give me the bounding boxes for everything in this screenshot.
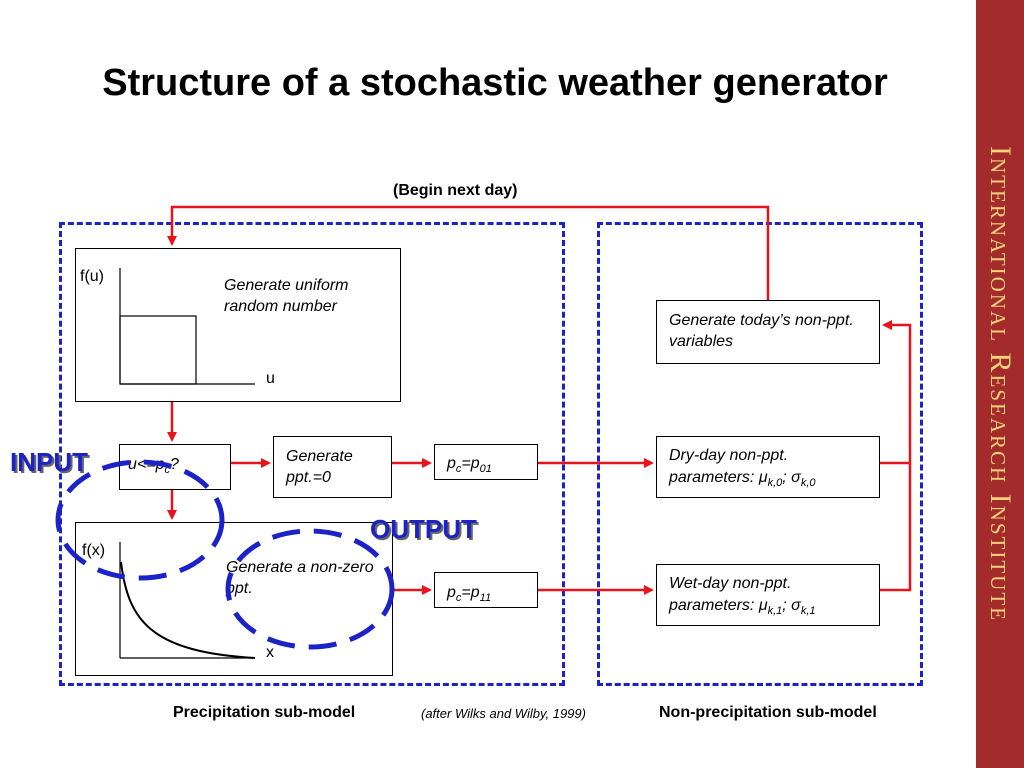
zero-ppt-box: Generate ppt.=0 [273, 436, 392, 498]
input-label: INPUT [10, 447, 88, 477]
dry-day-line2: parameters: μk,0; σk,0 [669, 469, 816, 490]
precipitation-submodel-frame [59, 222, 565, 686]
begin-next-day-label: (Begin next day) [393, 182, 518, 199]
side-banner [976, 0, 1024, 768]
uniform-random-box: f(u) u Generate uniform random number [75, 248, 401, 402]
today-nonppt-box: Generate today’s non-ppt. variables [656, 300, 880, 364]
uniform-axis-x-label: u [266, 370, 275, 387]
p11-box: pc=p11 [434, 572, 538, 608]
nonzero-axis-y-label: f(x) [82, 542, 106, 559]
output-ellipse [225, 528, 395, 650]
p11-text: pc=p11 [447, 584, 492, 605]
nonzero-axis-x-label: x [266, 644, 274, 661]
wet-day-line1: Wet-day non-ppt. [669, 575, 792, 592]
dry-day-params-box: Dry-day non-ppt. parameters: μk,0; σk,0 [656, 436, 880, 498]
output-label: OUTPUT [370, 514, 477, 544]
zero-ppt-text: Generate ppt.=0 [286, 448, 353, 486]
flow-arrows [167, 205, 912, 595]
wet-day-line2: parameters: μk,1; σk,1 [669, 597, 816, 618]
p01-text: pc=p01 [447, 455, 492, 476]
begin-next-day-arrow [167, 205, 770, 300]
params-to-today-arrow [880, 320, 912, 592]
nonprecipitation-submodel-label: Non-precipitation sub-model [659, 704, 877, 721]
nonzero-ppt-text: Generate a non-zero ppt. [226, 559, 374, 597]
wet-day-params-box: Wet-day non-ppt. parameters: μk,1; σk,1 [656, 564, 880, 626]
nonzero-pdf-plot [119, 542, 256, 659]
uniform-density-rect [119, 315, 197, 385]
uniform-pdf-plot [119, 268, 255, 385]
nonzero-density-curve [120, 561, 256, 659]
page-title: Structure of a stochastic weather genera… [102, 62, 888, 104]
p01-box: pc=p01 [434, 444, 538, 480]
input-ellipse [55, 459, 225, 581]
uniform-axis-y-label: f(u) [80, 268, 104, 285]
today-nonppt-text: Generate today’s non-ppt. variables [669, 312, 854, 350]
nonzero-ppt-box: f(x) x Generate a non-zero ppt. [75, 522, 393, 676]
nonprecipitation-submodel-frame [597, 222, 923, 686]
dry-day-line1: Dry-day non-ppt. [669, 447, 789, 464]
precipitation-submodel-label: Precipitation sub-model [173, 704, 356, 721]
uniform-box-text: Generate uniform random number [224, 277, 349, 315]
citation-label: (after Wilks and Wilby, 1999) [421, 706, 586, 721]
